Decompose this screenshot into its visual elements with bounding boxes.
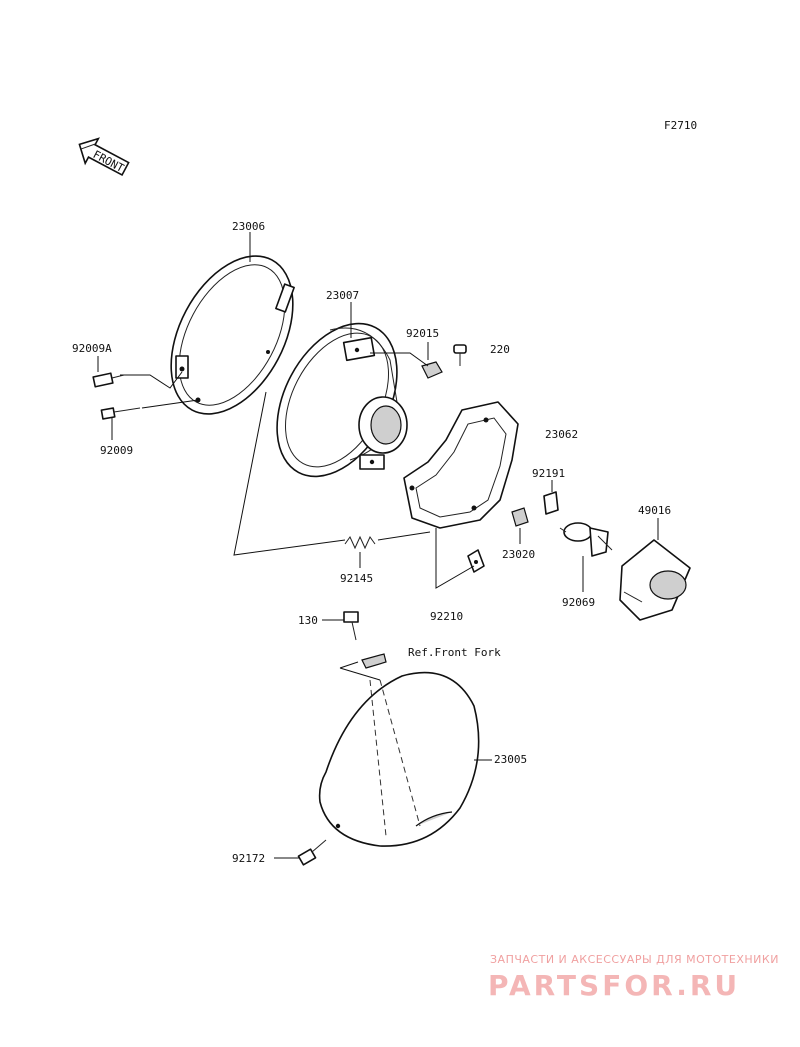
part-92210-adjuster — [467, 549, 485, 573]
part-23062-bracket — [403, 401, 519, 529]
part-23020-socket — [511, 507, 529, 527]
label-92009: 92009 — [100, 444, 133, 457]
part-92145-spring — [344, 535, 376, 550]
watermark: ЗАПЧАСТИ И АКСЕССУАРЫ ДЛЯ МОТОТЕХНИКИ PA… — [488, 953, 779, 1002]
watermark-brand: PARTSFOR.RU — [488, 969, 740, 1002]
label-92069: 92069 — [562, 596, 595, 609]
label-23006: 23006 — [232, 220, 265, 233]
label-23020: 23020 — [502, 548, 535, 561]
watermark-tagline: ЗАПЧАСТИ И АКСЕССУАРЫ ДЛЯ МОТОТЕХНИКИ — [490, 953, 779, 966]
part-130-bolt — [343, 611, 387, 669]
label-23007: 23007 — [326, 289, 359, 302]
label-49016: 49016 — [638, 504, 671, 517]
diagram-code: F2710 — [664, 119, 697, 132]
part-92009A-screw — [92, 372, 125, 388]
part-92191-pin — [543, 491, 559, 515]
label-130: 130 — [298, 614, 318, 627]
part-23005-shell — [318, 671, 480, 847]
part-49016-cover — [619, 539, 691, 621]
part-92069-bulb — [559, 522, 613, 557]
part-220-screw — [453, 344, 467, 366]
part-23007-headlight-unit — [276, 322, 408, 478]
label-92015: 92015 — [406, 327, 439, 340]
label-92145: 92145 — [340, 572, 373, 585]
label-220: 220 — [490, 343, 510, 356]
part-92009-screw — [100, 407, 141, 420]
part-23006-rim — [170, 255, 295, 415]
label-92009A: 92009A — [72, 342, 112, 355]
front-arrow-icon: FRONT — [78, 137, 130, 177]
part-92015-nut — [421, 361, 443, 379]
reference-note: Ref.Front Fork — [408, 646, 501, 659]
label-23062: 23062 — [545, 428, 578, 441]
label-92191: 92191 — [532, 467, 565, 480]
part-92172-screw — [297, 839, 327, 866]
label-23005: 23005 — [494, 753, 527, 766]
label-92172: 92172 — [232, 852, 265, 865]
label-92210: 92210 — [430, 610, 463, 623]
